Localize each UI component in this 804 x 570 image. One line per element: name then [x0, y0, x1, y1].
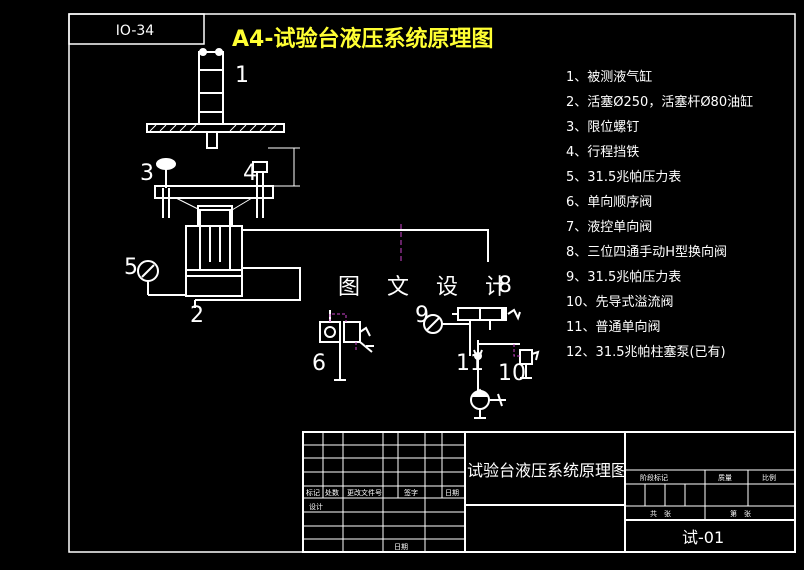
dimension-marks: [268, 147, 300, 187]
rev-header-sign: 签字: [404, 488, 418, 497]
callout-4: 4: [243, 161, 257, 186]
directional-valve-8: [452, 307, 521, 356]
legend-item: 6、单向顺序阀: [566, 194, 652, 210]
callout-11: 11: [456, 351, 484, 376]
legend-item: 11、普通单向阀: [566, 319, 661, 335]
crossbar: [154, 185, 274, 199]
rev-header-count: 处数: [325, 488, 339, 497]
pressure-gauge-5: [137, 260, 186, 296]
mass-header: 质量: [718, 473, 732, 482]
callout-3: 3: [140, 161, 154, 186]
code-box-text: IO-34: [116, 23, 154, 39]
date-label: 日期: [394, 543, 408, 551]
check-valve-11: [473, 340, 483, 392]
main-cylinder: [185, 205, 243, 297]
hydraulic-lines: [194, 229, 489, 308]
legend-item: 8、三位四通手动H型换向阀: [566, 244, 727, 260]
sheet-number: 第 张: [730, 509, 751, 518]
callout-10: 10: [498, 361, 526, 386]
callout-6: 6: [312, 351, 326, 376]
legend-item: 7、液控单向阀: [566, 219, 652, 235]
design-label: 设计: [309, 502, 323, 511]
drawing-number: 试-01: [682, 528, 724, 547]
parts-legend: 1、被测液气缸 2、活塞Ø250，活塞杆Ø80油缸 3、限位螺钉 4、行程挡铁 …: [566, 69, 753, 360]
legend-item: 10、先导式溢流阀: [566, 295, 674, 310]
limit-screw: [156, 158, 176, 218]
sequence-valve-6: [319, 310, 374, 381]
rev-header-mark: 标记: [306, 488, 320, 497]
legend-item: 9、31.5兆帕压力表: [566, 270, 681, 285]
code-box: [68, 13, 205, 45]
legend-item: 4、行程挡铁: [566, 145, 639, 160]
stroke-stop: [252, 161, 268, 218]
callout-5: 5: [124, 255, 138, 280]
watermark: 图 文 设 计: [338, 275, 517, 300]
relief-valve-10: [478, 343, 540, 379]
tested-cylinder: [198, 48, 224, 125]
legend-item: 5、31.5兆帕压力表: [566, 170, 681, 185]
callout-1: 1: [235, 63, 249, 88]
legend-item: 2、活塞Ø250，活塞杆Ø80油缸: [566, 94, 753, 110]
legend-item: 1、被测液气缸: [566, 69, 652, 85]
callout-9: 9: [415, 303, 429, 328]
legend-item: 3、限位螺钉: [566, 120, 639, 135]
piston-pump-12: [470, 388, 506, 419]
pilot-line-6: [329, 313, 357, 352]
drawing-title: A4-试验台液压系统原理图: [232, 26, 493, 52]
callout-8: 8: [498, 273, 512, 298]
rev-header-date: 日期: [445, 489, 459, 497]
callout-2: 2: [190, 303, 204, 328]
scale-header: 比例: [762, 473, 776, 482]
rev-header-file: 更改文件号: [347, 488, 382, 497]
legend-item: 12、31.5兆帕柱塞泵(已有): [566, 344, 726, 360]
plate-hatch: [149, 124, 277, 132]
title-block-name: 试验台液压系统原理图: [467, 461, 627, 480]
title-block: [302, 431, 796, 553]
sheet-total: 共 张: [650, 509, 671, 518]
stage-header: 阶段标记: [640, 473, 668, 482]
pressure-gauge-9: [423, 314, 470, 334]
